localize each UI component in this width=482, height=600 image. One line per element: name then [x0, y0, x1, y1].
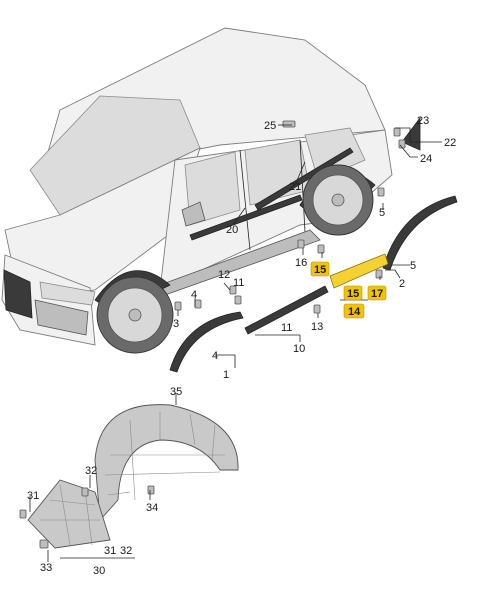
part-label-12: 12 [218, 269, 230, 281]
part-label-1: 1 [223, 369, 229, 381]
part-label-5a: 5 [379, 207, 385, 219]
part-label-13: 13 [311, 321, 323, 333]
highlight-box-14 [343, 303, 365, 319]
highlights [310, 261, 387, 319]
part-labels: 23 22 24 25 21 20 5 5 2 16 15 15 17 14 1… [27, 115, 456, 577]
part-label-21: 21 [289, 181, 301, 193]
highlight-box-15a [310, 261, 330, 277]
part-label-31b: 31 [104, 545, 116, 557]
part-label-20: 20 [226, 224, 238, 236]
highlight-box-17 [367, 285, 387, 301]
part-label-22: 22 [444, 137, 456, 149]
part-label-14: 14 [348, 306, 361, 318]
part-label-2: 2 [399, 278, 405, 290]
part-label-4a: 4 [191, 289, 197, 301]
part-label-11a: 11 [233, 277, 244, 289]
highlight-box-15b [343, 285, 363, 301]
part-label-15a: 15 [314, 264, 326, 276]
part-label-11b: 11 [281, 322, 292, 334]
part-label-30: 30 [93, 565, 105, 577]
part-label-32b: 32 [120, 545, 132, 557]
part-label-17: 17 [371, 288, 383, 300]
part-label-23: 23 [417, 115, 429, 127]
part-label-33: 33 [40, 562, 52, 574]
part-label-24: 24 [420, 153, 432, 165]
loose-parts [19, 116, 458, 549]
part-label-5b: 5 [410, 260, 416, 272]
part-label-25: 25 [264, 120, 276, 132]
part-label-31a: 31 [27, 490, 39, 502]
part-label-32a: 32 [85, 465, 97, 477]
part-label-16: 16 [295, 257, 307, 269]
part-label-35: 35 [170, 386, 182, 398]
vehicle-illustration [1, 27, 393, 354]
part-label-15b: 15 [347, 288, 359, 300]
part-label-34: 34 [146, 502, 158, 514]
part-label-3: 3 [173, 318, 179, 330]
part-label-4b: 4 [212, 350, 218, 362]
part-label-10: 10 [293, 343, 305, 355]
